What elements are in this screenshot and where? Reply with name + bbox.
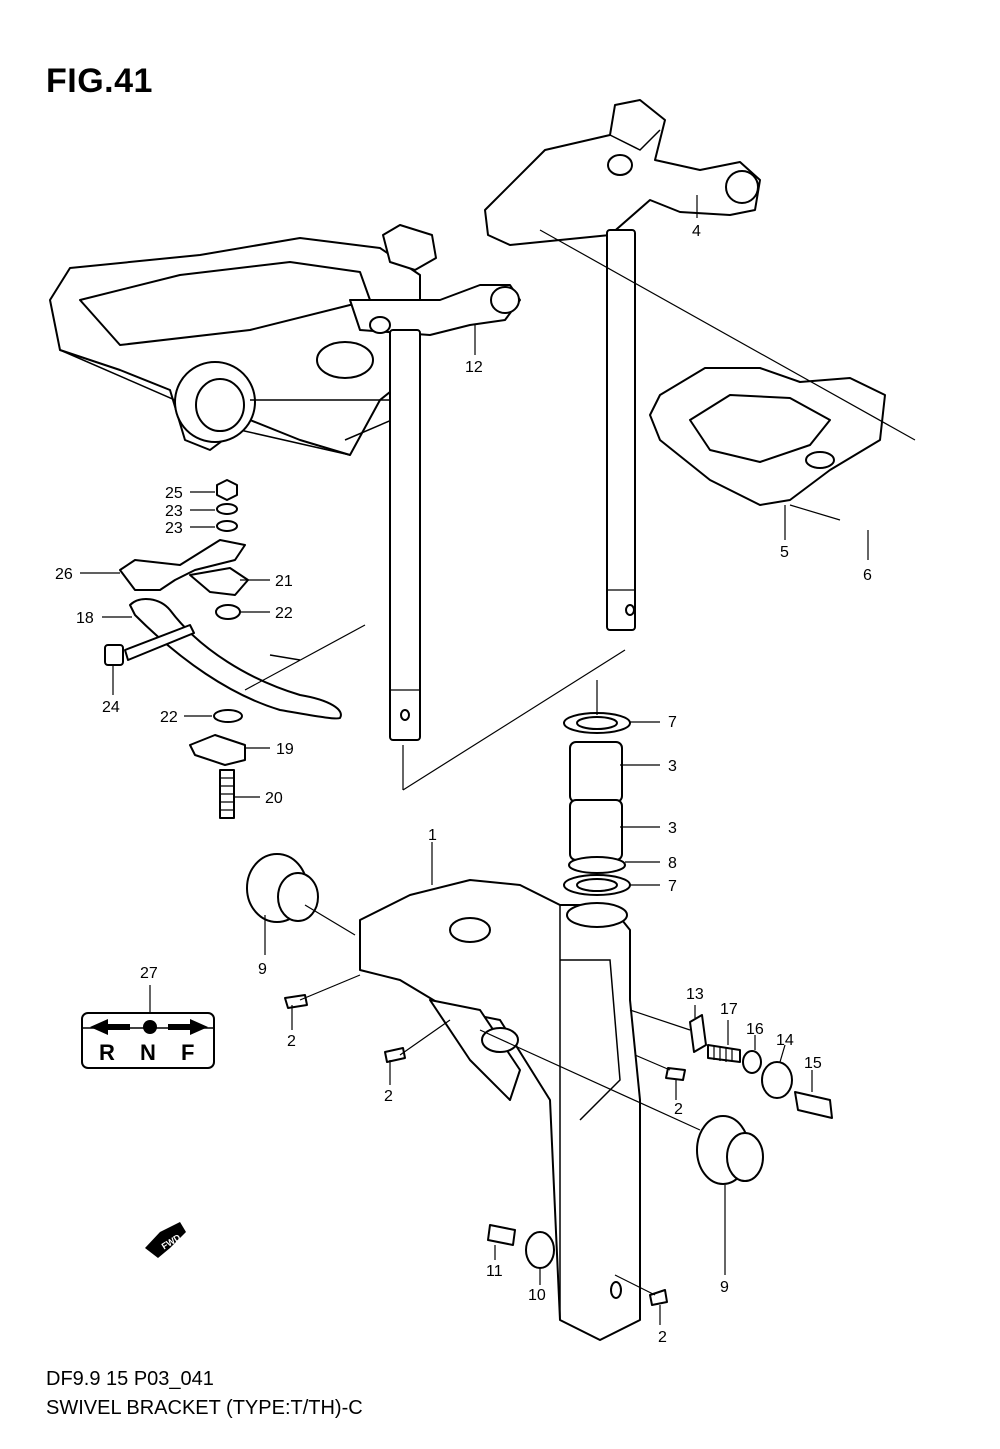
callout-2b: 2 (384, 1088, 393, 1105)
figure-code: DF9.9 15 P03_041 (46, 1368, 214, 1390)
callout-7a: 7 (668, 714, 677, 731)
callout-2a: 2 (287, 1033, 296, 1050)
left-steering-shaft (389, 329, 421, 741)
callout-9b: 9 (720, 1279, 729, 1296)
callout-22b: 22 (160, 709, 178, 726)
callout-23b: 23 (165, 520, 183, 537)
plate-part (649, 367, 886, 506)
callout-2d: 2 (658, 1329, 667, 1346)
callout-9a: 9 (258, 961, 267, 978)
callout-26: 26 (55, 566, 73, 583)
callout-22a: 22 (275, 605, 293, 622)
callout-leaders (80, 195, 869, 1325)
callout-7b: 7 (668, 878, 677, 895)
callout-4: 4 (692, 223, 701, 240)
bolts-2 (284, 994, 686, 1306)
shift-label-27: R N F (81, 1012, 215, 1069)
callout-16: 16 (746, 1021, 764, 1038)
bushing-stack (563, 712, 631, 896)
shift-letter-r: R (99, 1040, 115, 1065)
callout-6: 6 (863, 567, 872, 584)
steering-arm-part (484, 99, 761, 631)
callout-12: 12 (465, 359, 483, 376)
callout-20: 20 (265, 790, 283, 807)
steering-bracket-part (49, 224, 521, 456)
callout-8: 8 (668, 855, 677, 872)
callout-3b: 3 (668, 820, 677, 837)
shift-letter-f: F (181, 1040, 194, 1065)
bolt-11-and-collar-10 (487, 1224, 555, 1269)
callout-24: 24 (102, 699, 120, 716)
swivel-bracket-part (359, 879, 641, 1341)
assembly-lines (244, 229, 916, 1296)
callout-23a: 23 (165, 503, 183, 520)
callout-27: 27 (140, 965, 158, 982)
callout-11: 11 (486, 1263, 503, 1280)
callout-3a: 3 (668, 758, 677, 775)
callout-14: 14 (776, 1032, 794, 1049)
callout-5: 5 (780, 544, 789, 561)
callout-1: 1 (428, 827, 437, 844)
figure-title: FIG.41 (46, 62, 153, 100)
callout-numbers: 1 2 2 2 2 3 3 4 5 6 7 7 8 9 9 10 11 12 1… (55, 223, 872, 1346)
tilt-lock-small-parts (104, 479, 342, 819)
callout-21: 21 (275, 573, 293, 590)
fwd-arrow-icon: FWD (145, 1222, 186, 1258)
callout-25: 25 (165, 485, 183, 502)
callout-18: 18 (76, 610, 94, 627)
figure-caption: SWIVEL BRACKET (TYPE:T/TH)-C (46, 1397, 363, 1419)
callout-13: 13 (686, 986, 704, 1003)
callout-2c: 2 (674, 1101, 683, 1118)
bushings-9 (246, 853, 764, 1185)
callout-10: 10 (528, 1287, 546, 1304)
tilt-stopper-parts (689, 1014, 833, 1119)
callout-15: 15 (804, 1055, 822, 1072)
callout-19: 19 (276, 741, 294, 758)
shift-letter-n: N (140, 1040, 156, 1065)
callout-17: 17 (720, 1001, 738, 1018)
